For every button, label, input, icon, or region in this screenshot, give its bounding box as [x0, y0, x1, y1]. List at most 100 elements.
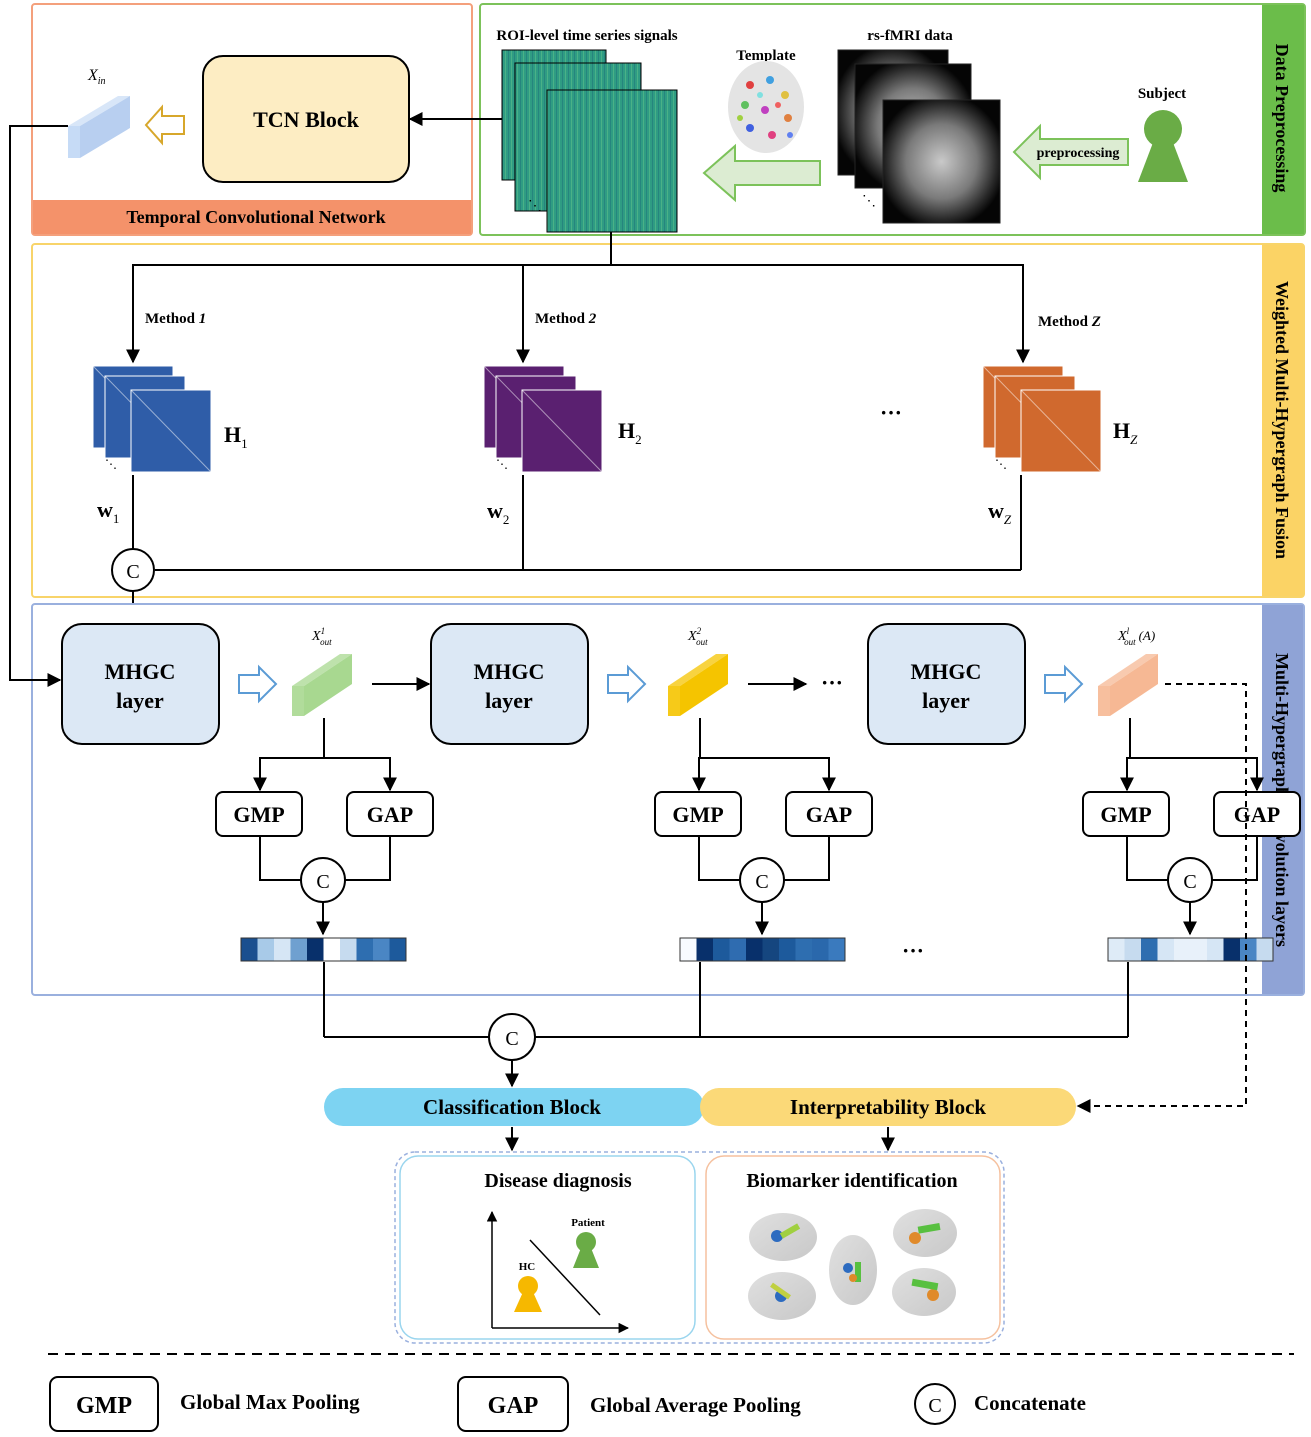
mhgc-label: MHGC: [911, 659, 982, 684]
tcn-panel: Temporal Convolutional Network TCN Block…: [31, 3, 473, 236]
disease-diagnosis-panel: Disease diagnosis Patient HC: [399, 1155, 696, 1340]
roi-signals-label: ROI-level time series signals: [496, 28, 677, 44]
tcn-block-label: TCN Block: [253, 107, 360, 132]
svg-text:C: C: [126, 561, 139, 583]
fusion-dots: ···: [880, 400, 902, 425]
h2-label: H2: [618, 418, 642, 447]
legend: GMP Global Max Pooling GAP Global Averag…: [49, 1376, 1086, 1432]
classification-block-label: Classification Block: [423, 1095, 601, 1119]
hc-label: HC: [519, 1261, 536, 1273]
tcn-panel-title: Temporal Convolutional Network: [126, 207, 385, 227]
fusion-panel: Weighted Multi-Hypergraph Fusion: [31, 243, 1305, 598]
gap-label: GAP: [806, 802, 852, 827]
svg-text:C: C: [755, 871, 768, 893]
mhgc-label: MHGC: [474, 659, 545, 684]
template-label: Template: [736, 48, 796, 64]
svg-text:C: C: [928, 1395, 941, 1417]
classification-block: [324, 1088, 704, 1126]
mhgc-layer-3: [867, 623, 1026, 745]
legend-gmp-desc: Global Max Pooling: [180, 1390, 360, 1414]
mhgc-label: layer: [922, 688, 970, 713]
gmp-label: GMP: [1100, 802, 1151, 827]
legend-gap-box: [457, 1376, 569, 1432]
hypergraph-stack-2: ⋱: [483, 365, 603, 473]
svg-text:GMP: GMP: [76, 1393, 132, 1419]
data-preprocessing-panel: Data Preprocessing ROI-level time series…: [479, 3, 1306, 236]
rsfmri-label: rs-fMRI data: [867, 28, 953, 44]
svg-text:C: C: [1183, 871, 1196, 893]
svg-text:⋱: ⋱: [862, 194, 876, 209]
hollow-right-arrow-icon: [238, 664, 278, 704]
brain-views-icon: [748, 1209, 957, 1320]
gmp-label: GMP: [672, 802, 723, 827]
biomarker-panel: Biomarker identification: [705, 1155, 1001, 1340]
w1-label: w1: [97, 497, 119, 526]
mhgc-layer-1: [61, 623, 220, 745]
method-1-label: Method 1: [145, 311, 206, 327]
w2-label: w2: [487, 498, 509, 527]
feature-bar-icon: [292, 654, 352, 686]
pooled-feature-vector: [1107, 937, 1274, 962]
mhgc-layer-2: [430, 623, 589, 745]
biomarker-label: Biomarker identification: [746, 1170, 957, 1192]
hypergraph-stack-1: ⋱: [92, 365, 212, 473]
wz-label: wZ: [988, 498, 1012, 527]
feature-bar-icon: [668, 654, 728, 686]
h1-label: H1: [224, 422, 248, 451]
legend-gap-desc: Global Average Pooling: [590, 1393, 801, 1417]
interpretability-block: [700, 1088, 1076, 1126]
subject-icon: [1138, 110, 1188, 182]
hollow-right-arrow-icon: [1044, 664, 1084, 704]
method-z-label: Method Z: [1038, 314, 1101, 330]
vector-dots: ···: [902, 938, 924, 963]
legend-concat-desc: Concatenate: [974, 1391, 1086, 1415]
mhgc-label: MHGC: [105, 659, 176, 684]
svg-text:GAP: GAP: [488, 1393, 539, 1419]
legend-gmp-box: [49, 1376, 159, 1432]
svg-text:C: C: [316, 871, 329, 893]
preprocessing-arrow-icon: [1012, 123, 1129, 181]
legend-concat-icon: [914, 1383, 956, 1425]
svg-text:⋱: ⋱: [528, 199, 542, 214]
pooled-feature-vector: [679, 937, 846, 962]
hc-icon: [514, 1276, 542, 1312]
subject-label: Subject: [1138, 86, 1186, 102]
method-2-label: Method 2: [535, 311, 597, 327]
x-in-label: Xin: [87, 67, 106, 87]
svg-text:C: C: [505, 1028, 518, 1050]
hypergraph-stack-3: ⋱: [982, 365, 1102, 473]
signals-arrow-icon: [702, 143, 821, 203]
interpretability-block-label: Interpretability Block: [790, 1095, 987, 1119]
disease-diagnosis-label: Disease diagnosis: [484, 1170, 631, 1192]
x-in-feature-bar: [68, 96, 130, 158]
gap-label: GAP: [367, 802, 413, 827]
hz-label: HZ: [1113, 418, 1138, 447]
gmp-label: GMP: [233, 802, 284, 827]
svg-text:⋱: ⋱: [995, 457, 1007, 471]
pooled-feature-vector: [240, 937, 407, 962]
patient-label: Patient: [571, 1217, 605, 1229]
tcn-output-arrow-icon: [144, 104, 185, 146]
svg-text:⋱: ⋱: [496, 457, 508, 471]
feature-bar-icon: [1098, 654, 1158, 686]
data-preprocessing-title: Data Preprocessing: [1272, 44, 1292, 193]
conv-dots: ···: [821, 670, 843, 695]
roi-time-series-stack: ⋱: [501, 49, 678, 233]
fusion-title: Weighted Multi-Hypergraph Fusion: [1272, 281, 1292, 559]
svg-text:⋱: ⋱: [105, 457, 117, 471]
hollow-right-arrow-icon: [607, 664, 647, 704]
rsfmri-stack: ⋱: [837, 49, 1001, 224]
gap-label: GAP: [1234, 802, 1280, 827]
patient-icon: [573, 1232, 599, 1268]
mhgc-label: layer: [116, 688, 164, 713]
mhgc-label: layer: [485, 688, 533, 713]
preprocessing-label: preprocessing: [1037, 146, 1120, 161]
